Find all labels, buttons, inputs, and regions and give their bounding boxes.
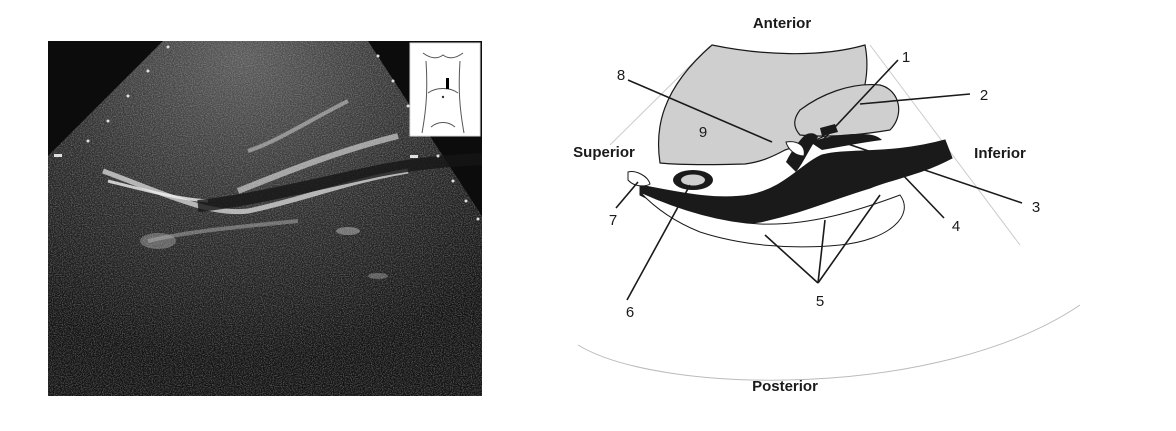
callout-5: 5 — [816, 293, 824, 310]
depth-markers — [54, 45, 480, 221]
ultrasound-scan — [48, 41, 482, 396]
leader-lines — [615, 59, 1023, 301]
torso-probe-position-icon — [409, 42, 481, 137]
label-superior: Superior — [573, 144, 635, 161]
callout-8: 8 — [617, 67, 625, 84]
ultrasound-image — [48, 41, 482, 396]
callout-6: 6 — [626, 304, 634, 321]
callout-3: 3 — [1032, 199, 1040, 216]
label-anterior: Anterior — [753, 15, 812, 32]
callout-9: 9 — [699, 124, 707, 141]
callout-4: 4 — [952, 218, 960, 235]
anatomy-diagram: Anterior Posterior Superior Inferior 1 2… — [560, 0, 1176, 426]
callout-1: 1 — [902, 49, 910, 66]
structure-lower — [639, 191, 905, 248]
structure-2-organ — [794, 83, 900, 137]
callout-7: 7 — [609, 212, 617, 229]
vessel-main — [639, 139, 953, 225]
anatomy-schematic: Anterior Posterior Superior Inferior 1 2… — [573, 15, 1081, 395]
label-posterior: Posterior — [752, 378, 818, 395]
callout-2: 2 — [980, 87, 988, 104]
label-inferior: Inferior — [974, 145, 1026, 162]
structure-7 — [627, 171, 651, 187]
